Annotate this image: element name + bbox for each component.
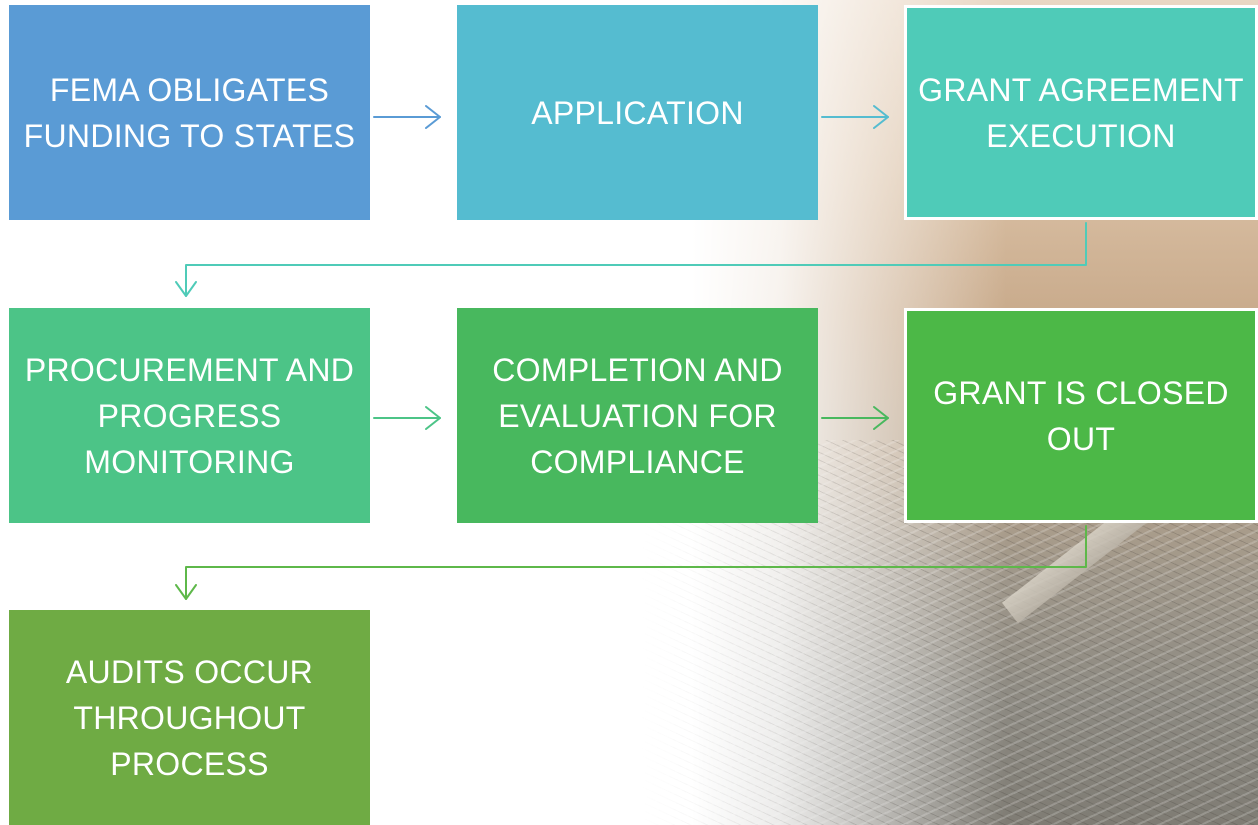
arrow-right-icon <box>821 406 889 430</box>
step-grant-agreement-execution: GRANT AGREEMENT EXECUTION <box>904 5 1258 220</box>
step-label: PROCUREMENT AND PROGRESS MONITORING <box>24 351 355 480</box>
arrow-right-icon <box>373 105 441 129</box>
step-completion-evaluation: COMPLETION AND EVALUATION FOR COMPLIANCE <box>457 308 818 523</box>
arrow-right-icon <box>821 105 889 129</box>
step-label: GRANT IS CLOSED OUT <box>933 374 1229 457</box>
step-audits-occur: AUDITS OCCUR THROUGHOUT PROCESS <box>9 610 370 825</box>
step-label: FEMA OBLIGATES FUNDING TO STATES <box>23 71 356 154</box>
step-fema-obligates-funding: FEMA OBLIGATES FUNDING TO STATES <box>9 5 370 220</box>
step-label: COMPLETION AND EVALUATION FOR COMPLIANCE <box>492 351 783 480</box>
elbow-arrow-down-icon <box>175 222 1087 297</box>
step-application: APPLICATION <box>457 5 818 220</box>
step-procurement-progress-monitoring: PROCUREMENT AND PROGRESS MONITORING <box>9 308 370 523</box>
step-label: APPLICATION <box>531 94 744 131</box>
step-label: GRANT AGREEMENT EXECUTION <box>918 71 1244 154</box>
step-grant-closed-out: GRANT IS CLOSED OUT <box>904 308 1258 523</box>
step-label: AUDITS OCCUR THROUGHOUT PROCESS <box>65 653 314 782</box>
arrow-right-icon <box>373 406 441 430</box>
elbow-arrow-down-icon <box>175 525 1087 600</box>
